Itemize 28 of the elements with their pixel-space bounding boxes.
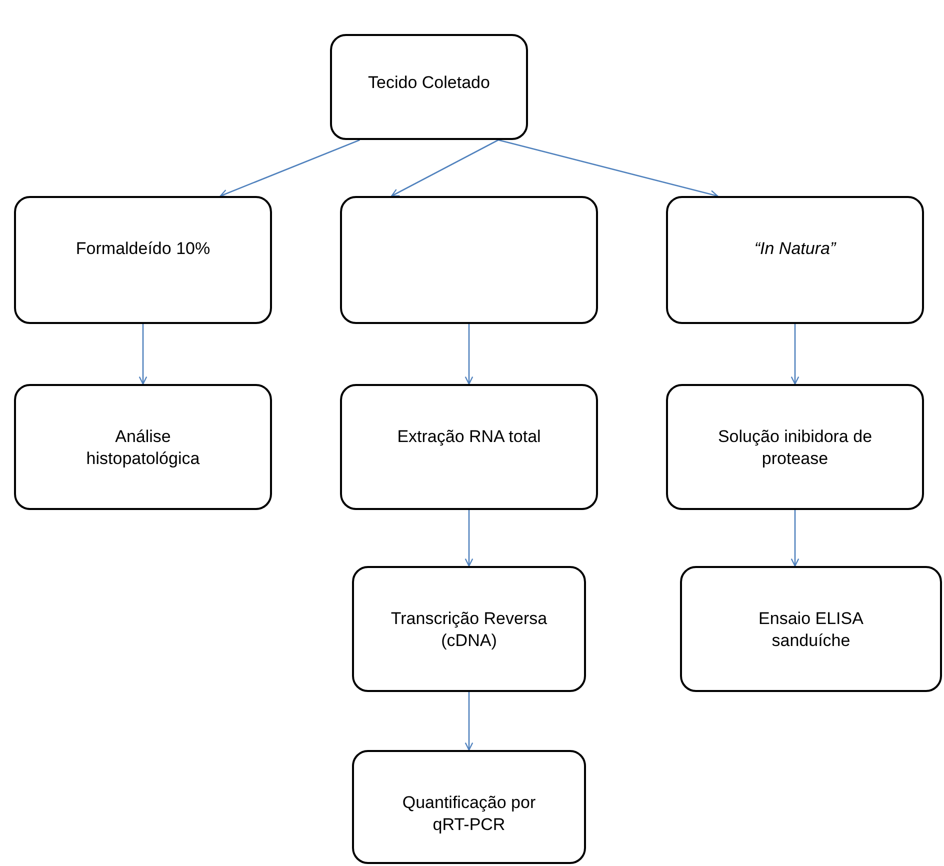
process-box bbox=[666, 384, 924, 510]
step-label: Quantificação por qRT-PCR bbox=[401, 792, 537, 836]
arrow bbox=[498, 139, 718, 198]
process-box bbox=[352, 750, 586, 864]
process-box bbox=[340, 196, 598, 324]
process-box bbox=[666, 196, 924, 324]
step-label: Formaldeído 10% bbox=[76, 238, 210, 260]
step-label: Ensaio ELISA sanduíche bbox=[758, 608, 864, 652]
arrow bbox=[464, 692, 474, 751]
process-box bbox=[680, 566, 942, 692]
process-box bbox=[14, 384, 272, 510]
step-label: Análise histopatológica bbox=[85, 426, 201, 470]
process-box bbox=[330, 34, 528, 140]
step-label: Extração RNA total bbox=[397, 426, 541, 448]
process-box bbox=[14, 196, 272, 324]
arrow bbox=[220, 139, 360, 198]
process-box bbox=[340, 384, 598, 510]
step-label: Tecido Coletado bbox=[368, 72, 490, 94]
arrow bbox=[391, 139, 499, 197]
step-label: Solução inibidora de protease bbox=[716, 426, 874, 470]
arrow bbox=[464, 510, 474, 567]
process-box bbox=[352, 566, 586, 692]
arrow bbox=[464, 324, 474, 385]
step-label: Transcrição Reversa (cDNA) bbox=[390, 608, 548, 652]
arrow bbox=[790, 324, 800, 385]
arrow bbox=[790, 510, 800, 567]
arrow bbox=[138, 324, 148, 385]
step-label: “In Natura” bbox=[754, 238, 836, 260]
